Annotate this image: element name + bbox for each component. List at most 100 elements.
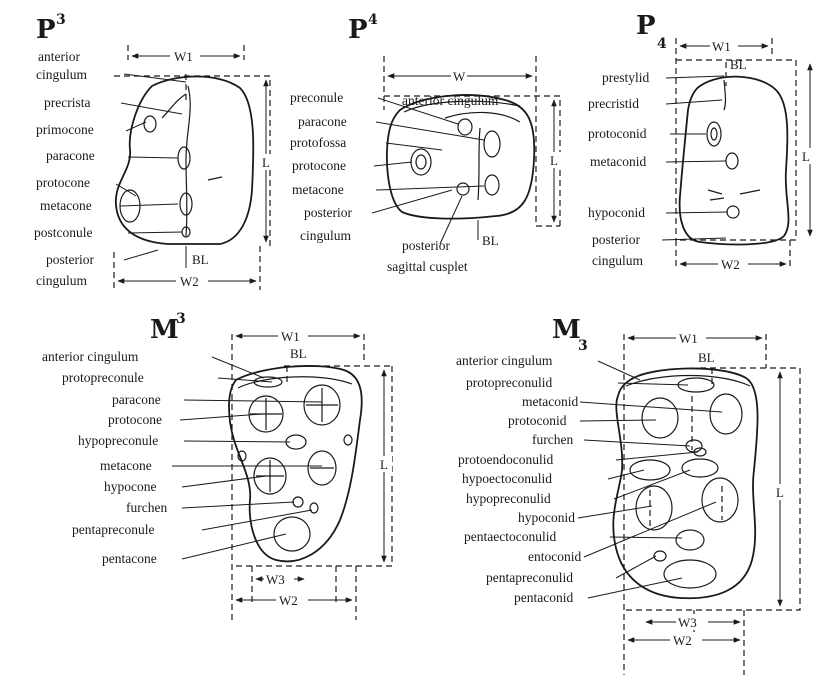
m3-lower-w1-label: W1: [679, 331, 698, 346]
m3-leaders: [172, 357, 322, 559]
p4-title-index: 4: [368, 12, 378, 28]
p4-lower-l-label: L: [802, 149, 810, 164]
p3-primocone-cusp: [144, 116, 156, 132]
p4-lower-label: prestylid: [602, 70, 649, 85]
m3-lower-hypoectoconulid-cusp: [630, 460, 670, 480]
p4-l-label: L: [550, 153, 558, 168]
p4-label: cingulum: [300, 228, 351, 243]
p4-label: posterior: [402, 238, 450, 253]
m3-w3-label: W3: [266, 572, 285, 587]
p4-metacone-cusp: [485, 175, 499, 195]
m3-w1-label: W1: [281, 329, 300, 344]
p4-paracone-cusp: [484, 131, 500, 157]
m3-label: protocone: [108, 412, 162, 427]
m3-lower-dash-lines: [650, 486, 722, 530]
p3-wear-mark: [208, 177, 222, 180]
p4-bl-label: BL: [482, 233, 499, 248]
p4-lower-box-dashed: [676, 38, 796, 270]
p4-label: protofossa: [290, 135, 346, 150]
p4-label: metacone: [292, 182, 344, 197]
m3-lower-bl-label: BL: [698, 350, 715, 365]
m3-lower-protoconid-cusp: [642, 398, 678, 438]
m3-lower-title-index: 3: [578, 338, 588, 354]
m3-label: paracone: [112, 392, 161, 407]
m3-lower-label: hypoectoconulid: [462, 471, 552, 486]
m3-hypocone-cross: [256, 460, 284, 492]
p4-lower-protoconid-inner: [711, 128, 717, 140]
p4-label: posterior: [304, 205, 352, 220]
m3-lower-figure: M 3 W1 BL L W3 W2 anterior cingulu: [456, 315, 800, 675]
m3-paracone-cross: [306, 388, 338, 422]
m3-lower-w3-label: W3: [678, 615, 697, 630]
m3-w2-label: W2: [279, 593, 298, 608]
m3-figure: M 3 W1 BL L W3 W2 anterior ci: [42, 311, 392, 620]
m3-bl-label: BL: [290, 346, 307, 361]
m3-lower-label: anterior cingulum: [456, 353, 553, 368]
p4-label: anterior cingulum: [402, 93, 499, 108]
m3-label: protopreconule: [62, 370, 144, 385]
p4-figure: P 4 W L BL preconule paracone protofossa…: [290, 12, 562, 274]
p4-lower-w2-label: W2: [721, 257, 740, 272]
m3-label: metacone: [100, 458, 152, 473]
p4-w-label: W: [453, 69, 466, 84]
m3-lower-cingulum-line: [626, 376, 750, 387]
p4-ridge: [445, 112, 520, 122]
p3-w2-label: W2: [180, 274, 199, 289]
m3-lower-label: pentaconid: [514, 590, 573, 605]
p3-bl-label: BL: [192, 252, 209, 267]
p4-lower-title: P: [636, 11, 656, 41]
p4-lower-label: metaconid: [590, 154, 646, 169]
p3-label: protocone: [36, 175, 90, 190]
p4-title: P: [348, 15, 368, 45]
p4-label: preconule: [290, 90, 343, 105]
m3-lower-crown-outline: [613, 368, 757, 598]
p4-lower-label: protoconid: [588, 126, 647, 141]
m3-title: M: [150, 315, 179, 345]
m3-label: hypopreconule: [78, 433, 158, 448]
p4-lower-label: posterior: [592, 232, 640, 247]
p4-label: sagittal cusplet: [387, 259, 468, 274]
p3-label: primocone: [36, 122, 94, 137]
p3-label: precrista: [44, 95, 90, 110]
m3-lower-metaconid-cusp: [710, 394, 742, 434]
m3-lower-hypopreconulid-cusp: [682, 459, 718, 477]
m3-label: anterior cingulum: [42, 349, 139, 364]
m3-lower-pentaectoconulid-cusp: [676, 530, 704, 550]
m3-label: pentapreconule: [72, 522, 154, 537]
m3-lower-w2-label: W2: [673, 633, 692, 648]
p3-label: cingulum: [36, 273, 87, 288]
p3-metacone-cusp: [180, 193, 192, 215]
m3-pentapreconule-cusp: [310, 503, 318, 513]
p4-lower-leaders: [662, 76, 728, 240]
p3-label: anterior: [38, 49, 80, 64]
m3-label: hypocone: [104, 479, 156, 494]
p3-l-label: L: [262, 155, 270, 170]
p4-lower-ridge-lines: [708, 190, 760, 200]
m3-small-cusp-a: [344, 435, 352, 445]
p4-lower-hypoconid-cusp: [727, 206, 739, 218]
p4-posterior-cusplet: [457, 183, 469, 195]
m3-lower-label: protopreconulid: [466, 375, 552, 390]
p4-lower-label: precristid: [588, 96, 639, 111]
m3-lower-label: hypoconid: [518, 510, 575, 525]
m3-title-index: 3: [176, 311, 186, 327]
m3-cingulum-line: [238, 377, 352, 388]
m3-lower-label: furchen: [532, 432, 573, 447]
m3-l-label: L: [380, 457, 388, 472]
p4-lower-w1-label: W1: [712, 39, 731, 54]
p4-lower-label: cingulum: [592, 253, 643, 268]
p3-title-index: 3: [56, 12, 66, 28]
p4-label: protocone: [292, 158, 346, 173]
p4-lower-protoconid-cusp: [707, 122, 721, 146]
m3-label: pentacone: [102, 551, 157, 566]
m3-protocone-cross: [250, 398, 282, 430]
p4-lower-figure: P 4 W1 BL L W2 prestylid precristid prot…: [588, 11, 814, 272]
p3-label: cingulum: [36, 67, 87, 82]
m3-pentacone-cusp: [274, 517, 310, 551]
p3-label: metacone: [40, 198, 92, 213]
p4-lower-metaconid-cusp: [726, 153, 738, 169]
p3-inner-line: [162, 94, 186, 118]
m3-lower-entoconid-cusp: [702, 478, 738, 522]
p4-lower-bl-label: BL: [730, 57, 747, 72]
